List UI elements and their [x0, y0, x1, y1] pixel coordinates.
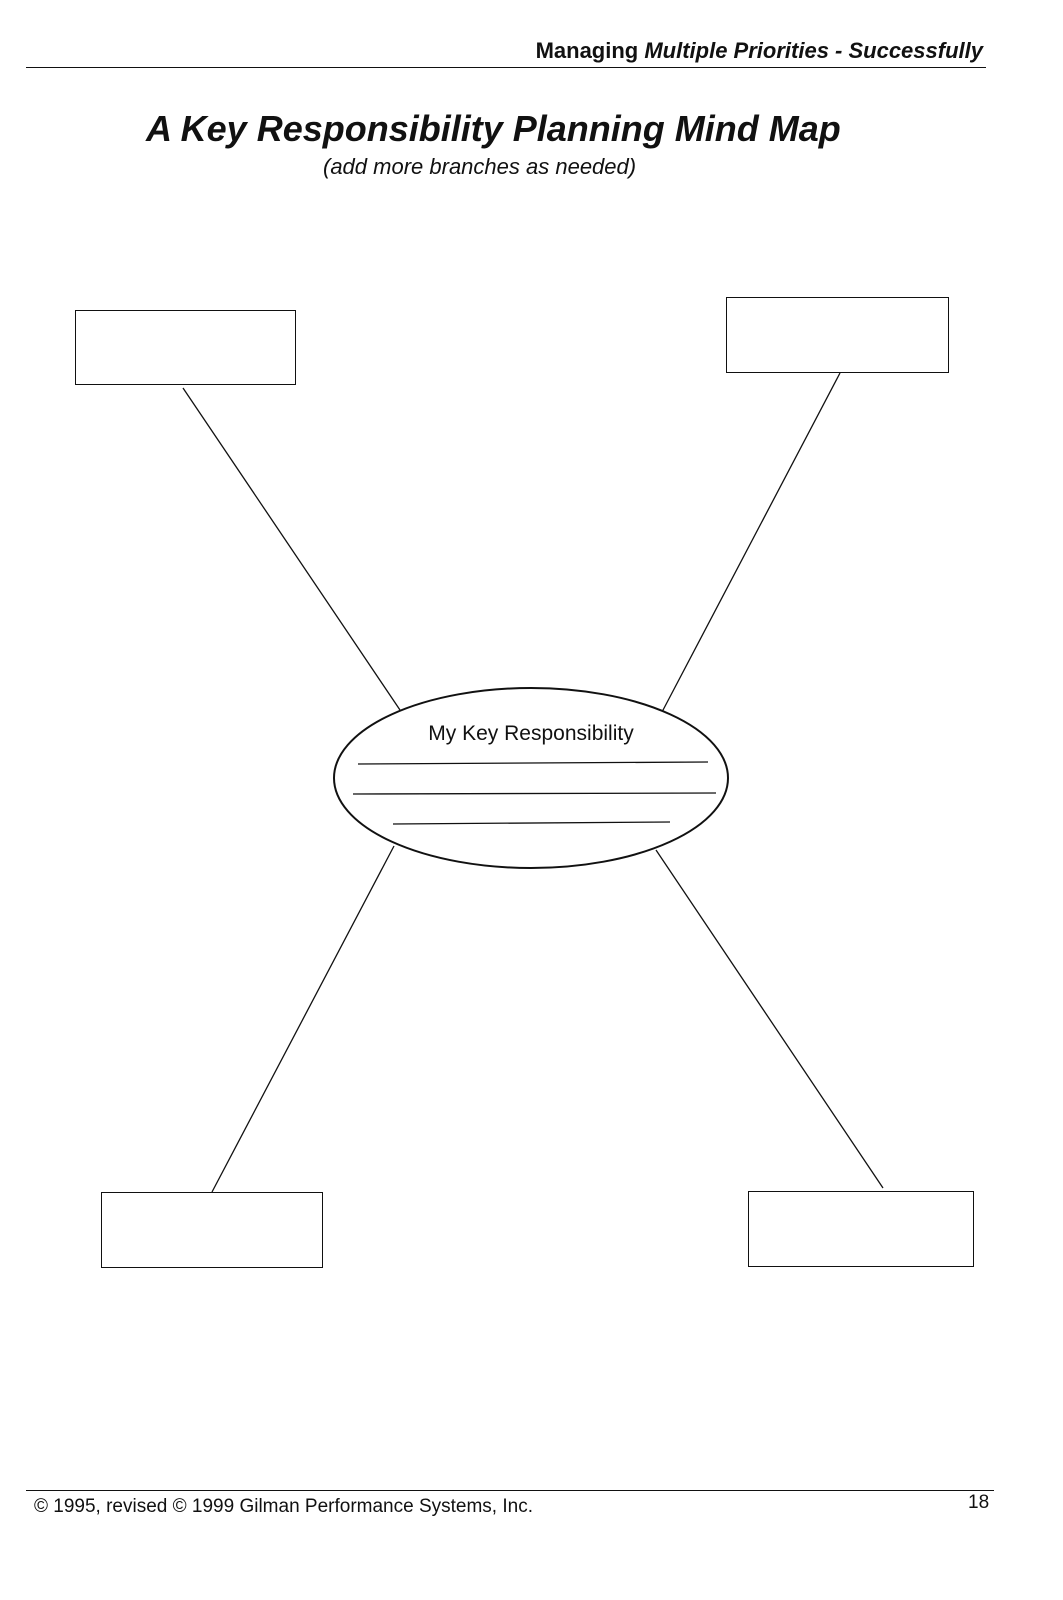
header-part-regular: Managing	[535, 38, 645, 63]
branch-line-bottom-left	[211, 845, 395, 1193]
writing-line-3	[392, 821, 671, 825]
branch-line-top-right	[661, 372, 841, 713]
page-number: 18	[968, 1492, 990, 1513]
branch-box-bottom-left	[101, 1192, 323, 1268]
page-subtitle: (add more branches as needed)	[323, 154, 637, 179]
branch-line-bottom-right	[655, 849, 884, 1189]
writing-line-1	[357, 761, 709, 765]
footer-copyright: © 1995, revised © 1999 Gilman Performanc…	[34, 1496, 533, 1517]
page-title: A Key Responsibility Planning Mind Map	[146, 108, 841, 149]
running-header: Managing Multiple Priorities - Successfu…	[536, 38, 983, 64]
center-ellipse	[333, 687, 729, 869]
branch-box-top-left	[75, 310, 296, 385]
branch-line-top-left	[182, 387, 401, 711]
center-node-label: My Key Responsibility	[428, 722, 634, 745]
branch-box-bottom-right	[748, 1191, 974, 1267]
branch-box-top-right	[726, 297, 949, 373]
header-part-italic: Multiple Priorities - Successfully	[644, 38, 983, 63]
footer-rule	[26, 1490, 994, 1491]
header-rule	[26, 67, 986, 68]
writing-line-2	[352, 792, 717, 795]
